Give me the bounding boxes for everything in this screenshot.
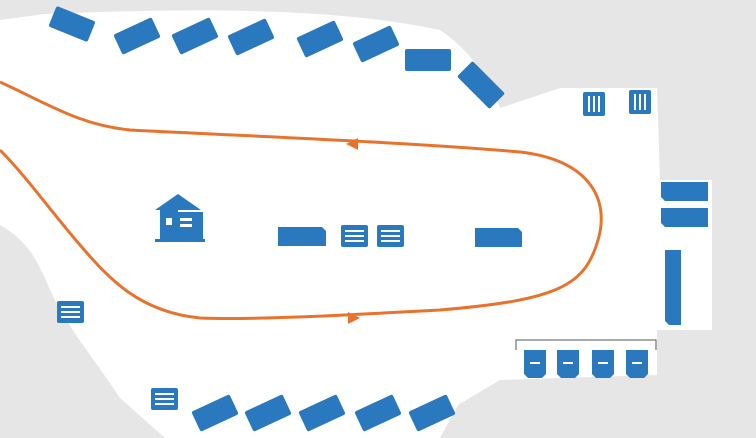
trailer-top-2[interactable]	[113, 17, 161, 55]
route-outer	[0, 80, 603, 321]
trailer-top-7[interactable]	[405, 49, 451, 71]
route-arrow-right	[348, 312, 360, 324]
trailer-top-8[interactable]	[457, 61, 505, 109]
waste-bin-center-1[interactable]	[341, 225, 368, 247]
cargo-container-2[interactable]	[557, 346, 579, 378]
cargo-container-1[interactable]	[524, 346, 546, 378]
office-building-icon[interactable]	[155, 194, 205, 242]
trailer-right-3[interactable]	[665, 250, 681, 325]
yard-container-2[interactable]	[629, 90, 651, 114]
trailer-top-3[interactable]	[171, 17, 219, 55]
waste-bin-bottom-left[interactable]	[151, 388, 178, 410]
route-arrow-left	[346, 138, 358, 150]
trailer-right-2[interactable]	[661, 208, 708, 227]
trailer-top-4[interactable]	[227, 18, 275, 56]
trailer-top-1[interactable]	[48, 6, 95, 42]
bottom-trailer-row	[191, 394, 456, 432]
trailer-bottom-2[interactable]	[244, 394, 292, 432]
waste-bin-center-2[interactable]	[377, 225, 404, 247]
trailer-bottom-1[interactable]	[191, 394, 239, 432]
cargo-container-3[interactable]	[592, 346, 614, 378]
waste-bin-left[interactable]	[57, 301, 84, 323]
top-trailer-row	[48, 6, 505, 109]
trailer-top-5[interactable]	[296, 20, 344, 58]
trailer-bottom-5[interactable]	[408, 394, 456, 432]
cargo-container-4[interactable]	[626, 346, 648, 378]
trailer-top-6[interactable]	[352, 25, 400, 63]
container-bay-bracket	[515, 339, 657, 350]
yard-trailer-1[interactable]	[278, 227, 326, 246]
yard-area	[0, 10, 712, 438]
trailer-right-1[interactable]	[661, 182, 708, 201]
yard-trailer-2[interactable]	[475, 228, 522, 247]
trailer-bottom-3[interactable]	[298, 394, 346, 432]
trailer-bottom-4[interactable]	[354, 394, 402, 432]
right-dock-trailers	[661, 182, 708, 325]
yard-container-1[interactable]	[583, 92, 605, 116]
